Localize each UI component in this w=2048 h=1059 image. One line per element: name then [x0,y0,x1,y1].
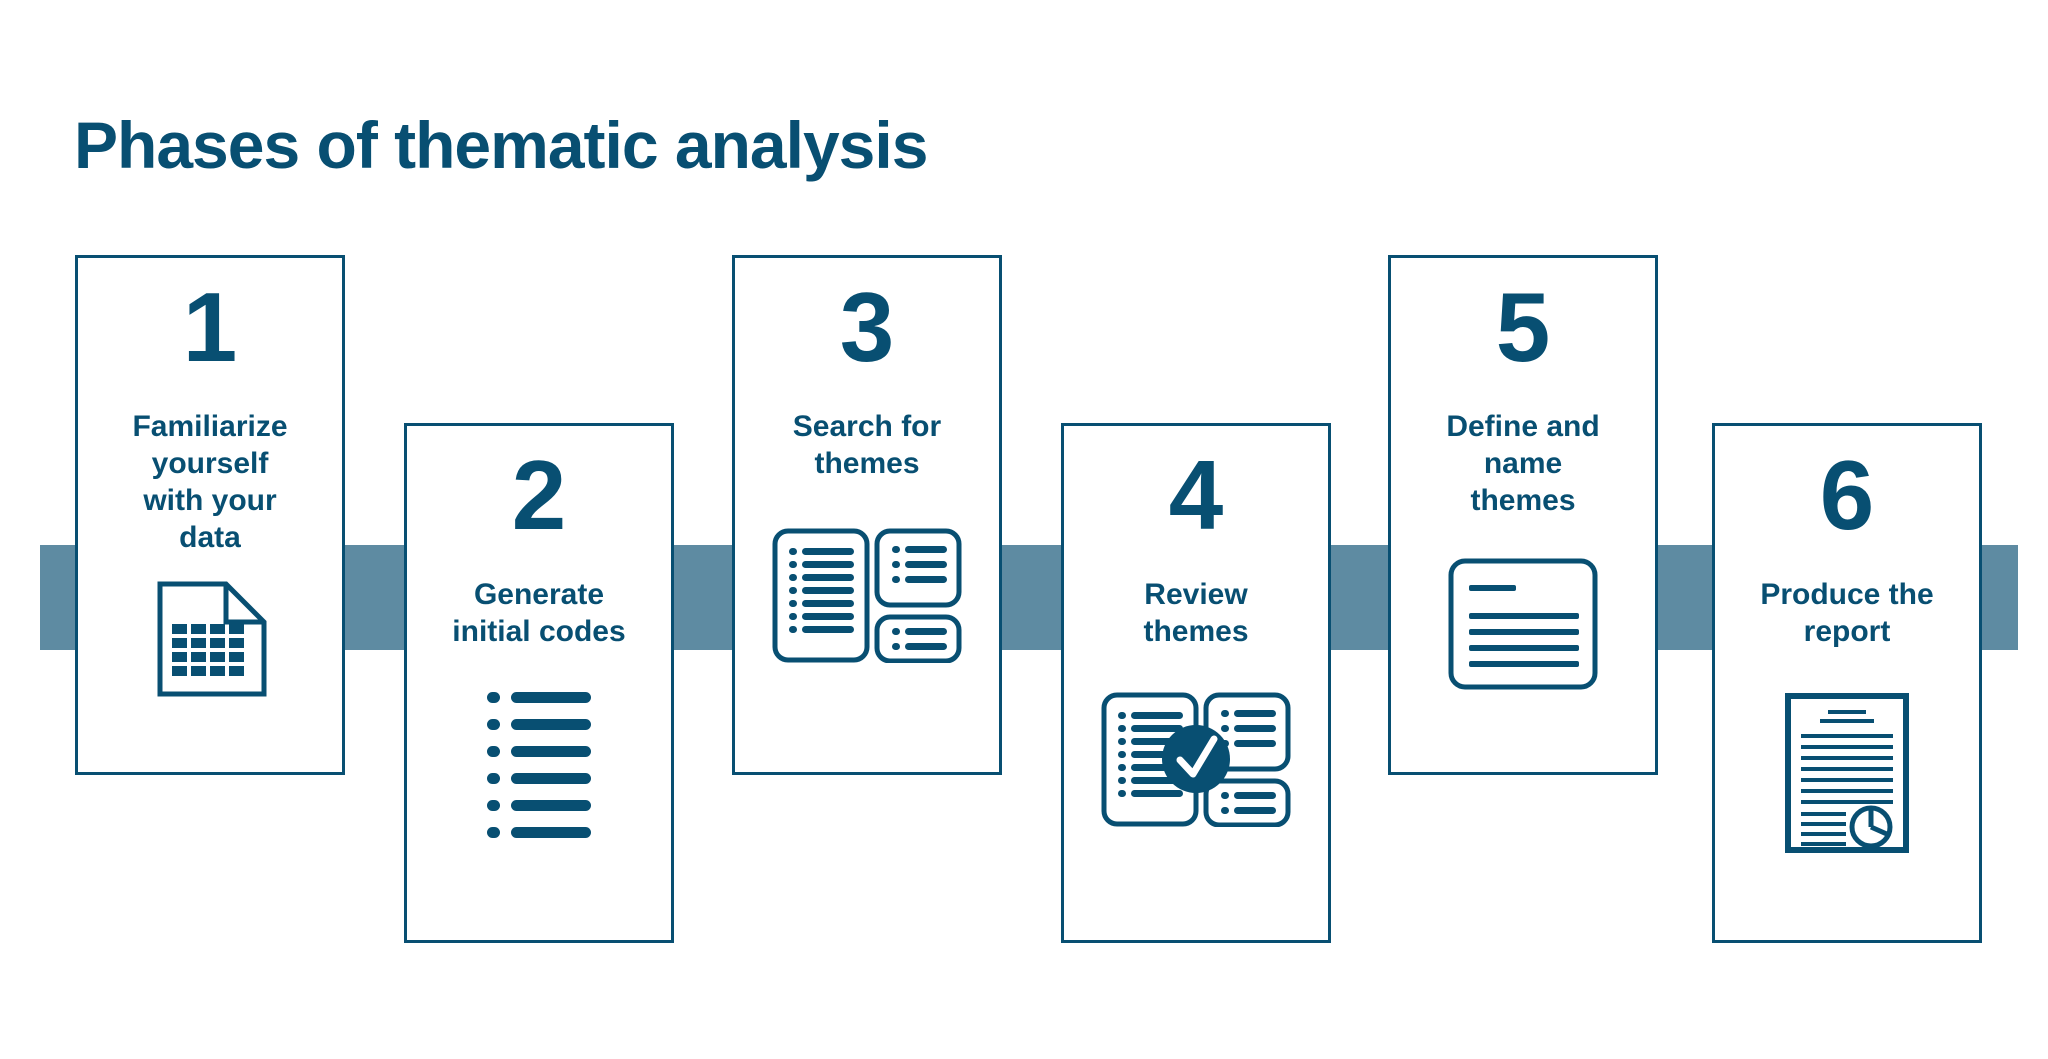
phase-card-1: 1 Familiarize yourself with your data [75,255,345,775]
report-piechart-icon [1715,692,1979,854]
phase-label: Produce the report [1760,578,1934,648]
phase-label: Familiarize yourself with your data [132,410,288,554]
page-title: Phases of thematic analysis [74,108,928,182]
theme-cards-check-icon [1064,692,1328,827]
phase-card-3: 3 Search for themes [732,255,1002,775]
phase-card-4: 4 Review themes [1061,423,1331,943]
phase-number: 6 [1819,440,1875,550]
bullet-list-icon [407,692,671,838]
phase-label: Search for themes [792,410,942,480]
phase-label: Define and name themes [1446,410,1600,517]
spreadsheet-document-icon [78,580,342,698]
phase-number: 3 [839,272,895,382]
phase-card-2: 2 Generate initial codes [404,423,674,943]
document-lines-icon [1391,558,1655,690]
phase-card-5: 5 Define and name themes [1388,255,1658,775]
phase-number: 5 [1495,272,1551,382]
theme-cards-icon [735,528,999,663]
phase-number: 4 [1168,440,1224,550]
phase-number: 2 [511,440,567,550]
phase-label: Generate initial codes [452,578,626,648]
phase-number: 1 [182,272,238,382]
timeline-band [40,545,2018,650]
phase-label: Review themes [1143,578,1249,648]
phase-card-6: 6 Produce the report [1712,423,1982,943]
